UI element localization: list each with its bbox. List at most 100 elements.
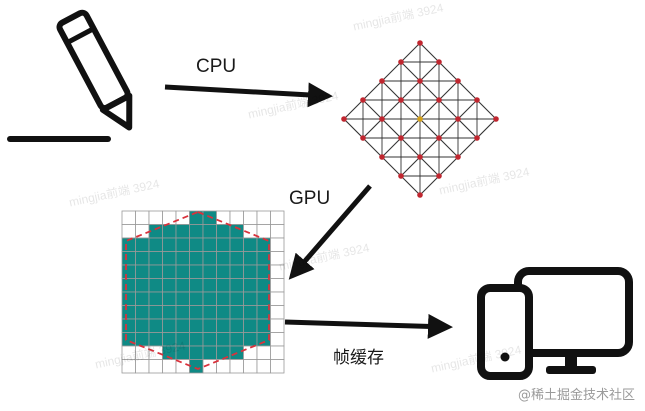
mesh-edge — [381, 118, 402, 139]
mesh-edge — [457, 80, 478, 101]
mesh-edge — [381, 156, 402, 177]
filled-pixel — [216, 318, 231, 333]
filled-pixel — [189, 305, 204, 320]
empty-pixel — [270, 264, 285, 279]
empty-pixel — [148, 359, 163, 374]
mesh-edge — [343, 99, 364, 120]
mesh-node — [417, 78, 423, 84]
empty-pixel — [135, 359, 150, 374]
filled-pixel — [148, 264, 163, 279]
filled-pixel — [162, 251, 177, 266]
filled-pixel — [162, 305, 177, 320]
mesh-node — [398, 173, 404, 179]
filled-pixel — [135, 332, 150, 347]
empty-pixel — [216, 210, 231, 225]
mesh-node — [436, 173, 442, 179]
mesh-node — [493, 116, 499, 122]
filled-pixel — [148, 278, 163, 293]
filled-pixel — [202, 237, 217, 252]
mesh-node — [360, 135, 366, 141]
cpu-arrow — [164, 82, 333, 108]
filled-pixel — [175, 264, 190, 279]
mesh-edge — [419, 42, 440, 63]
mesh-node — [398, 135, 404, 141]
filled-pixel — [135, 291, 150, 306]
filled-pixel — [189, 237, 204, 252]
empty-pixel — [270, 251, 285, 266]
mesh-edge — [400, 156, 421, 177]
mesh-edge — [419, 175, 440, 196]
filled-pixel — [175, 291, 190, 306]
mesh-node — [474, 135, 480, 141]
mesh-edge — [438, 156, 459, 177]
mesh-edge — [362, 99, 383, 120]
filled-pixel — [243, 318, 258, 333]
filled-pixel — [202, 251, 217, 266]
filled-pixel — [243, 237, 258, 252]
filled-pixel — [229, 305, 244, 320]
mesh-edge — [457, 99, 478, 120]
empty-pixel — [270, 305, 285, 320]
mesh-edge — [362, 137, 383, 158]
empty-pixel — [243, 345, 258, 360]
filled-pixel — [175, 278, 190, 293]
filled-pixel — [202, 291, 217, 306]
empty-pixel — [121, 210, 136, 225]
mesh-node — [436, 135, 442, 141]
mesh-edge — [381, 137, 402, 158]
mesh-node — [455, 78, 461, 84]
empty-pixel — [270, 345, 285, 360]
mesh-edge — [419, 137, 440, 158]
mesh-node — [417, 154, 423, 160]
filled-pixel — [202, 264, 217, 279]
vector-mesh — [341, 40, 499, 198]
filled-pixel — [229, 278, 244, 293]
filled-pixel — [202, 318, 217, 333]
empty-pixel — [270, 318, 285, 333]
mesh-edge — [381, 80, 402, 101]
empty-pixel — [256, 359, 271, 374]
filled-pixel — [135, 264, 150, 279]
filled-pixel — [216, 237, 231, 252]
mesh-node — [474, 97, 480, 103]
empty-pixel — [270, 359, 285, 374]
mesh-edge — [419, 61, 440, 82]
mesh-edge — [362, 80, 383, 101]
mesh-edge — [400, 175, 421, 196]
filled-pixel — [121, 251, 136, 266]
filled-pixel — [202, 305, 217, 320]
filled-pixel — [121, 278, 136, 293]
filled-pixel — [148, 318, 163, 333]
mesh-edge — [419, 118, 440, 139]
filled-pixel — [216, 291, 231, 306]
watermark-credit: @稀土掘金技术社区 — [517, 388, 635, 403]
filled-pixel — [175, 305, 190, 320]
filled-pixel — [202, 332, 217, 347]
empty-pixel — [229, 359, 244, 374]
filled-pixel — [148, 237, 163, 252]
filled-pixel — [148, 332, 163, 347]
filled-pixel — [216, 305, 231, 320]
filled-pixel — [202, 224, 217, 239]
filled-pixel — [175, 237, 190, 252]
filled-pixel — [121, 318, 136, 333]
filled-pixel — [162, 224, 177, 239]
empty-pixel — [148, 210, 163, 225]
rasterized-hexagon-grid — [121, 210, 285, 374]
filled-pixel — [189, 359, 204, 374]
empty-pixel — [135, 345, 150, 360]
filled-pixel — [243, 332, 258, 347]
mesh-edge — [419, 80, 440, 101]
filled-pixel — [135, 305, 150, 320]
mesh-node — [379, 116, 385, 122]
mesh-edge — [419, 156, 440, 177]
mesh-edge — [438, 80, 459, 101]
filled-pixel — [121, 305, 136, 320]
empty-pixel — [270, 224, 285, 239]
filled-pixel — [202, 345, 217, 360]
filled-pixel — [216, 278, 231, 293]
phone-icon — [477, 284, 533, 380]
filled-pixel — [162, 291, 177, 306]
filled-pixel — [162, 278, 177, 293]
